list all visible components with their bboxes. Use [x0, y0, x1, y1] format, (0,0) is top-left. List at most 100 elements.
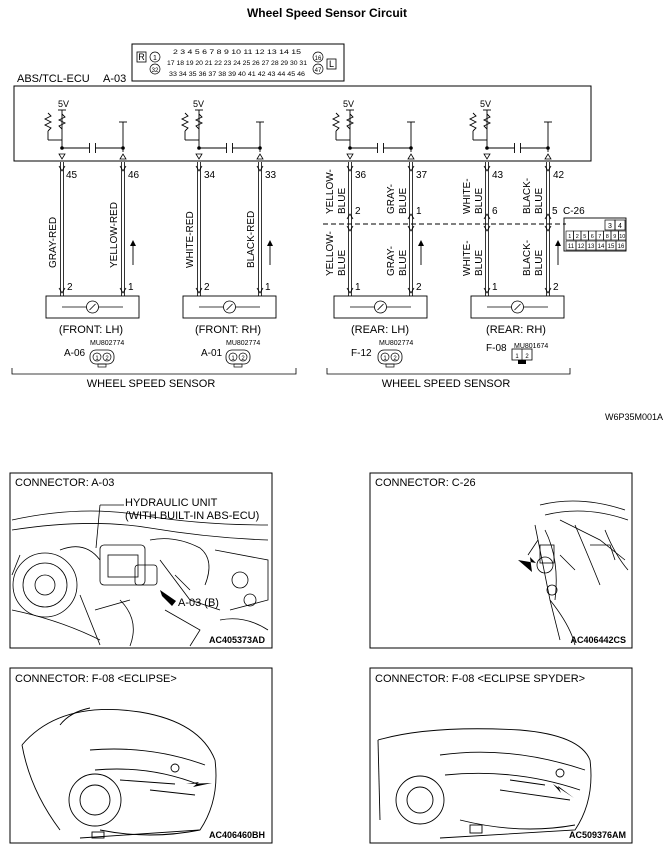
svg-text:YELLOW-: YELLOW-: [325, 231, 336, 276]
resistor-right: [57, 113, 67, 130]
diagram-title: Wheel Speed Sensor Circuit: [247, 6, 407, 20]
c26-cell-1: 1: [568, 234, 571, 240]
sensor-part-f08: MU801674: [514, 343, 548, 350]
sensor-box-rear-rh: [470, 295, 565, 319]
sensor-pin-left: 1: [355, 282, 361, 293]
sensor-coil-symbol: [374, 300, 387, 314]
terminal-arrow-right: [407, 153, 415, 160]
pin-45: 45: [66, 170, 78, 181]
pin-arrow: [58, 165, 66, 172]
c26-cell-15: 15: [608, 244, 615, 250]
sensor-pin-arrow: [407, 287, 415, 294]
wire-front-lh-a: [58, 162, 66, 296]
connector-pin-2: 2: [525, 354, 529, 360]
sensor-pin-left: 2: [204, 282, 210, 293]
pin-33: 33: [265, 170, 277, 181]
panel-a03-callout-hydraulic: HYDRAULIC UNIT: [125, 497, 218, 509]
c26-cell-7: 7: [598, 234, 601, 240]
sensor-coil-mark: [89, 303, 96, 311]
spyder-car-rear-illustration: [377, 728, 592, 839]
svg-text:BLUE: BLUE: [474, 188, 485, 214]
c26-cell-16: 16: [618, 244, 625, 250]
sensor-pin-arrow: [544, 287, 552, 294]
svg-text:BLUE: BLUE: [534, 188, 545, 214]
wire-label-yellow-red: YELLOW-RED: [109, 202, 120, 268]
connector-pin: [238, 352, 248, 362]
voltage-label-front-lh: 5V: [58, 99, 69, 109]
connector-pin-2: 2: [393, 356, 397, 362]
panel-a03: CONNECTOR: A-03 H: [9, 472, 273, 649]
terminal-arrow-left: [195, 153, 203, 160]
c26-cell-2: 2: [576, 234, 579, 240]
wire-label-rear-rh-upper-white-blue: WHITE- BLUE: [462, 178, 485, 214]
wire-label-rear-lh-upper-gray-blue: GRAY- BLUE: [386, 184, 409, 214]
svg-text:BLUE: BLUE: [534, 250, 545, 276]
joint-pin-1-rear-lh: 1: [416, 206, 422, 217]
terminal-arrow-right: [119, 153, 127, 160]
ecu-channel-front-lh: [43, 109, 127, 160]
wire-label-rear-lh-lower-yellow-blue: YELLOW- BLUE: [325, 231, 348, 276]
harness-wires: [58, 162, 561, 296]
pin-36: 36: [355, 170, 367, 181]
sensor-pin-arrow: [119, 287, 127, 294]
signal-arrowhead: [130, 240, 136, 246]
resistor-right: [482, 113, 492, 130]
panel-a03-code: AC405373AD: [209, 635, 266, 645]
ecu-channel-front-rh: [180, 109, 264, 160]
connector-face-pin-16: 16: [315, 56, 322, 62]
joint-connector-id: C-26: [563, 206, 585, 217]
sensor-label-front-lh: (FRONT: LH): [59, 324, 123, 336]
signal-arrowhead: [555, 240, 561, 246]
voltage-label-rear-lh: 5V: [343, 99, 354, 109]
sensor-pin-arrow: [195, 287, 203, 294]
terminal-arrow-right: [256, 153, 264, 160]
sensor-pin-left: 2: [67, 282, 73, 293]
wire-label-rear-lh-lower-gray-blue: GRAY- BLUE: [386, 246, 409, 276]
joint-pin-2-rear-lh: 2: [355, 206, 361, 217]
connector-pin: [380, 352, 390, 362]
pin-arrow: [483, 165, 491, 172]
sensor-box-front-lh: [45, 295, 140, 319]
pin-arrow: [195, 165, 203, 172]
signal-arrowhead: [418, 240, 424, 246]
connector-pin-1: 1: [515, 354, 519, 360]
c26-cell-8: 8: [606, 234, 609, 240]
svg-text:BLUE: BLUE: [398, 188, 409, 214]
resistor-left: [331, 112, 341, 132]
engine-bay-illustration: [11, 510, 269, 647]
c26-cell-box: [615, 240, 627, 251]
sensor-label-front-rh: (FRONT: RH): [195, 324, 261, 336]
pin-arrow: [407, 165, 415, 172]
sensor-box-front-rh: [182, 295, 277, 319]
joint-arrow: [544, 213, 552, 220]
joint-arrow: [346, 213, 354, 220]
sensor-pin-left: 1: [492, 282, 498, 293]
ecu-connector-face: R L 1 32 16 47 2 3 4 5 6 7 8 9 10 11 12 …: [131, 43, 345, 82]
pin-37: 37: [416, 170, 428, 181]
pin-46: 46: [128, 170, 140, 181]
sensor-coil-mark: [514, 303, 521, 311]
svg-text:BLUE: BLUE: [474, 250, 485, 276]
terminal-arrow-left: [346, 153, 354, 160]
panel-f08-spyder-title: CONNECTOR: F-08 <ECLIPSE SPYDER>: [375, 673, 585, 685]
arrow-f08-spyder: [553, 784, 574, 798]
bracket-front: [11, 368, 297, 375]
junction-dot: [409, 146, 413, 150]
wire-label-rear-rh-lower-black-blue: BLACK- BLUE: [522, 240, 545, 276]
wire-label-rear-rh-lower-white-blue: WHITE- BLUE: [462, 240, 485, 276]
arrow-f08-eclipse: [186, 782, 212, 787]
sensor-coil-mark: [226, 303, 233, 311]
voltage-label-rear-rh: 5V: [480, 99, 491, 109]
wire-front-rh-b: [256, 162, 264, 296]
wire-label-black-red: BLACK-RED: [246, 211, 257, 268]
resistor-left: [43, 112, 53, 132]
sensor-label-rear-lh: (REAR: LH): [351, 324, 409, 336]
panel-a03-callout-abs-ecu: (WITH BUILT-IN ABS-ECU): [125, 510, 259, 522]
sensor-pin-arrow: [256, 287, 264, 294]
connector-face-bottom-row: 33 34 35 36 37 38 39 40 41 42 43 44 45 4…: [169, 72, 306, 78]
connector-pin: [102, 352, 112, 362]
svg-text:YELLOW-: YELLOW-: [325, 169, 336, 214]
